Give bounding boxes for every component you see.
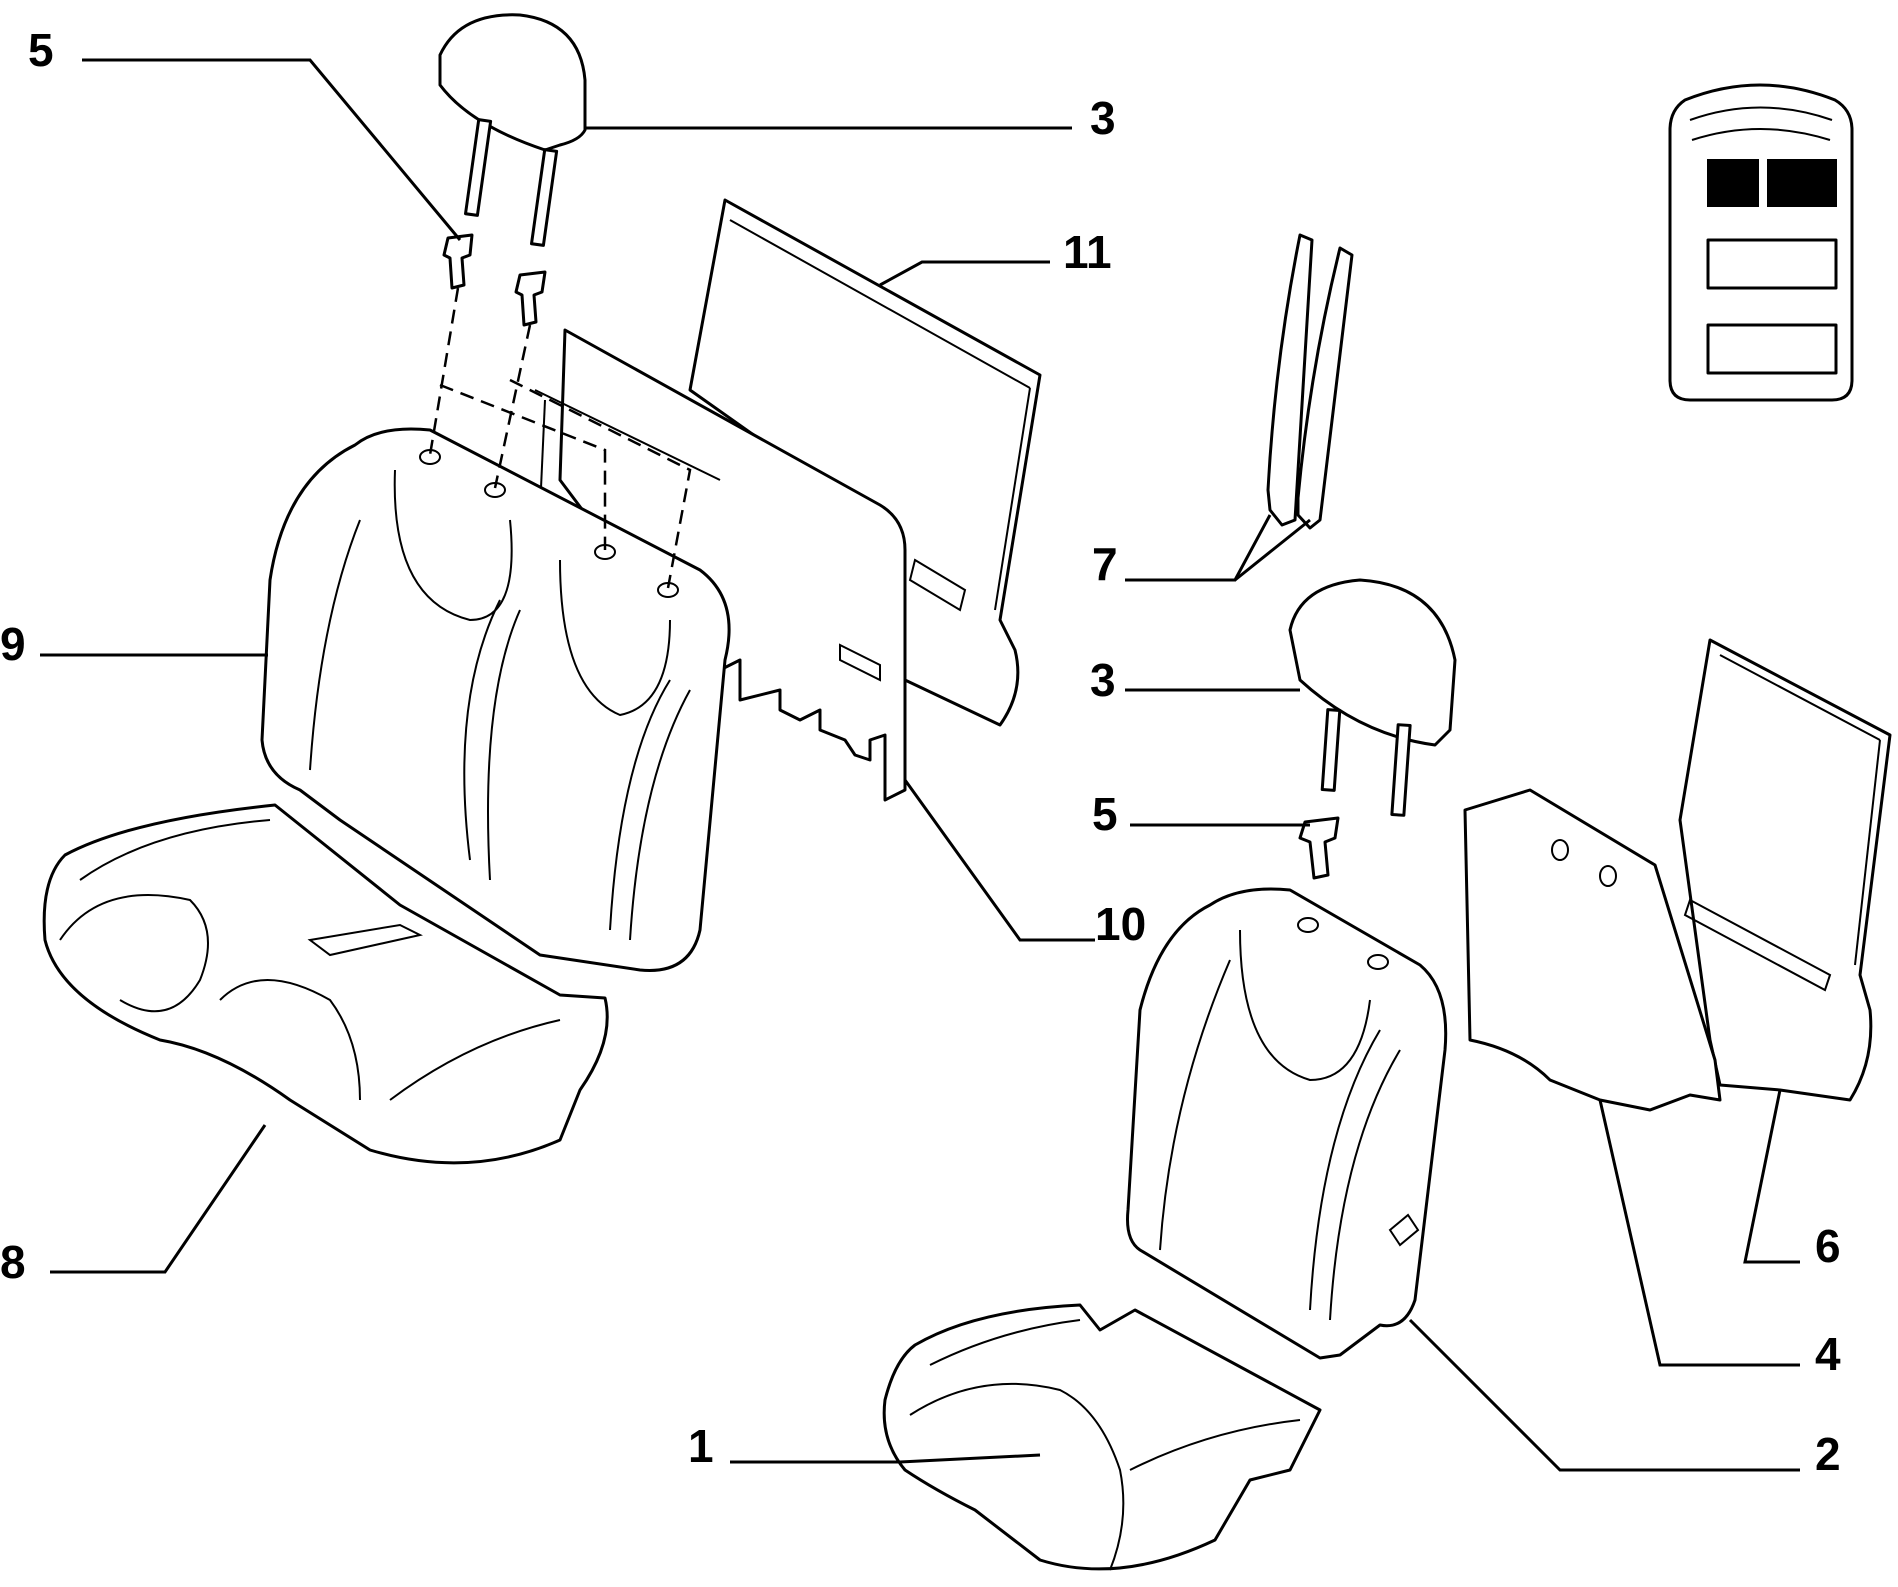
headrest-guide-upper-5	[442, 233, 547, 327]
front-seat-cushion-1	[882, 1303, 1322, 1571]
headrest-upper-3	[438, 13, 587, 247]
callout-2: 2	[1815, 1428, 1841, 1480]
headrest-lower-3	[1288, 578, 1457, 817]
leader-lines	[40, 58, 1800, 1472]
vehicle-seat-position-icon	[1668, 83, 1854, 402]
rear-seat-cushion-8	[42, 803, 609, 1165]
callout-8: 8	[0, 1236, 26, 1288]
side-trim-strips-7	[1266, 233, 1354, 530]
callout-9: 9	[0, 618, 26, 670]
backrest-rear-panel-11	[688, 198, 1042, 727]
rear-backrest-cushion-9	[260, 427, 731, 972]
callout-11: 11	[1063, 226, 1112, 278]
backrest-board-4	[1463, 788, 1722, 1112]
callout-3-lower: 3	[1090, 654, 1116, 706]
callout-3-upper: 3	[1090, 92, 1116, 144]
callout-1: 1	[688, 1420, 714, 1472]
middle-row-marker	[1706, 238, 1838, 290]
headrest-socket	[1367, 954, 1389, 970]
rear-row-marker	[1706, 323, 1838, 375]
front-seat-left-marker	[1707, 159, 1759, 207]
front-backrest-cushion-2	[1126, 887, 1448, 1360]
headrest-guide-lower-5	[1298, 816, 1340, 880]
callout-4: 4	[1815, 1328, 1841, 1380]
headrest-socket	[1297, 917, 1319, 933]
callout-5-upper: 5	[28, 24, 54, 76]
callout-10: 10	[1095, 898, 1146, 950]
board-hole	[1551, 839, 1569, 861]
board-hole	[1599, 865, 1617, 887]
front-seat-right-marker	[1767, 159, 1837, 207]
callout-5-lower: 5	[1092, 788, 1118, 840]
callout-6: 6	[1815, 1220, 1841, 1272]
callout-7: 7	[1092, 538, 1118, 590]
alignment-lines	[428, 287, 692, 589]
backrest-rear-panel-6	[1678, 638, 1892, 1102]
